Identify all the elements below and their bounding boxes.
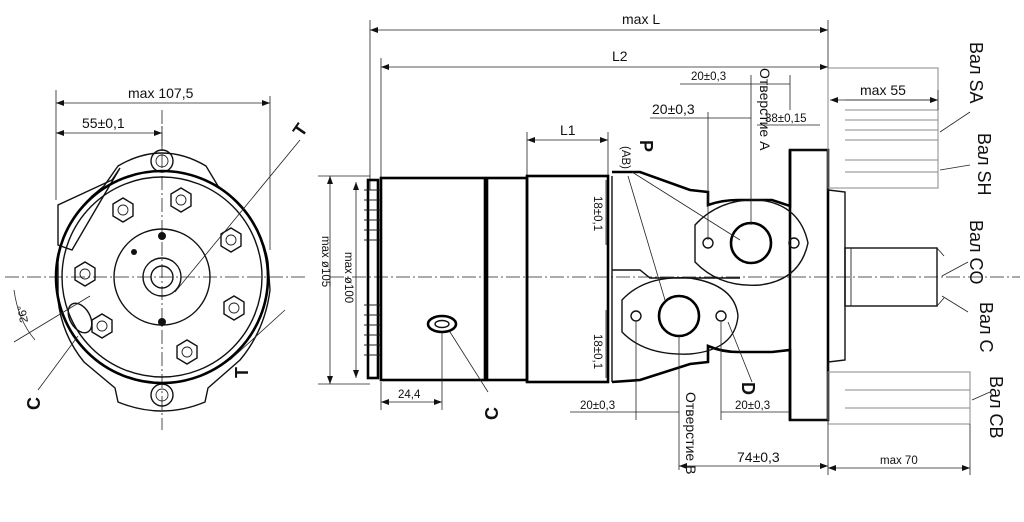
body-inner-circle — [61, 176, 263, 378]
label-shaft-co: Вал CO — [966, 220, 986, 285]
c-side-leader — [449, 331, 489, 393]
leader-sh — [939, 164, 971, 171]
front-view: 26° C T T max 107,5 55±0,1 — [5, 85, 312, 430]
section-t-line-lower — [229, 309, 286, 361]
label-c-left: C — [24, 397, 44, 410]
label-c-mid: C — [482, 407, 502, 420]
body-section-2 — [485, 176, 529, 382]
mount-flange — [790, 149, 846, 421]
port-b-circle — [657, 294, 701, 338]
shaft-co — [844, 247, 938, 307]
port-a-circle — [729, 221, 773, 265]
housing-inner-line — [612, 269, 740, 279]
dim-18-top: 18±0,1 — [591, 196, 603, 231]
dim-max-55: max 55 — [860, 82, 906, 98]
label-shaft-cb: Вал CB — [986, 376, 1006, 439]
port-a-bolt-right — [788, 237, 800, 249]
angle-26-label: 26° — [16, 304, 31, 323]
port-housing — [611, 148, 830, 422]
port-c-side-inner — [434, 319, 450, 329]
dim-20-top2: 20±0,3 — [652, 101, 695, 117]
dim-20-top1: 20±0,3 — [691, 71, 726, 83]
dim-74: 74±0,3 — [737, 449, 780, 465]
p-leader-a — [631, 171, 741, 241]
port-b-pad — [621, 276, 739, 355]
flange-left-ear — [57, 167, 121, 251]
p-leader-b — [627, 175, 666, 301]
bolt-heads — [74, 187, 245, 365]
label-shaft-c: Вал C — [976, 302, 996, 353]
dim-38: 38±0,15 — [765, 113, 807, 125]
leader-c — [941, 295, 969, 313]
shaft-chamfer-top — [936, 247, 945, 257]
dim-max-d100: max ø100 — [342, 252, 354, 303]
angle-leg — [13, 295, 91, 343]
dim-18-bottom: 18±0,1 — [591, 334, 603, 369]
top-mount-hole-inner — [155, 154, 169, 168]
dim-max-70: max 70 — [880, 455, 918, 467]
label-port-b: Отверстие B — [683, 392, 699, 474]
port-c-front — [67, 302, 93, 334]
port-b-bolt-left — [630, 310, 642, 322]
dim-20-bot2: 20±0,3 — [735, 400, 770, 412]
shaft-circle — [142, 257, 182, 297]
dot-top — [158, 232, 166, 240]
dim-max-L: max L — [622, 11, 660, 27]
dim-20-bot1: 20±0,3 — [580, 400, 615, 412]
label-t-bottom: T — [232, 367, 252, 378]
dim-max-107-5: max 107,5 — [128, 85, 194, 101]
alt-shaft-cb — [827, 371, 971, 425]
label-port-a: Отверстие A — [757, 68, 773, 151]
dim-L2: L2 — [612, 48, 628, 64]
shaft-bore — [150, 265, 174, 289]
angle-arc — [13, 289, 36, 341]
port-c-side — [426, 314, 458, 334]
dim-max-d105: max ø105 — [319, 236, 331, 287]
end-cap — [366, 178, 380, 380]
shaft-chamfer-bottom — [936, 297, 945, 307]
label-p: P — [636, 140, 656, 152]
leader-cb — [971, 391, 991, 401]
label-shaft-sa: Вал SA — [966, 42, 986, 104]
dim-24-4: 24,4 — [398, 389, 421, 401]
body-section-3 — [525, 174, 610, 384]
dim-L1: L1 — [560, 122, 576, 138]
d-leader — [727, 321, 753, 383]
port-b-bolt-right — [715, 310, 727, 322]
cap-ribs — [364, 189, 382, 356]
leader-sa — [939, 111, 971, 133]
label-ab: (AB) — [619, 146, 631, 169]
label-d: D — [738, 382, 758, 395]
section-t-line — [174, 139, 301, 293]
port-a-pad — [694, 199, 809, 287]
dot-left — [131, 249, 137, 255]
body-outer-circle — [54, 169, 270, 385]
leader-co — [941, 261, 969, 277]
bottom-mount-hole-inner — [155, 388, 169, 402]
c-leader — [37, 335, 79, 391]
dim-55: 55±0,1 — [82, 115, 125, 131]
label-shaft-sh: Вал SH — [974, 133, 994, 196]
body-section-1 — [379, 176, 487, 382]
side-view: max L L2 L1 — [318, 11, 1020, 475]
dot-bottom — [158, 318, 166, 326]
label-t-top: T — [289, 120, 312, 140]
